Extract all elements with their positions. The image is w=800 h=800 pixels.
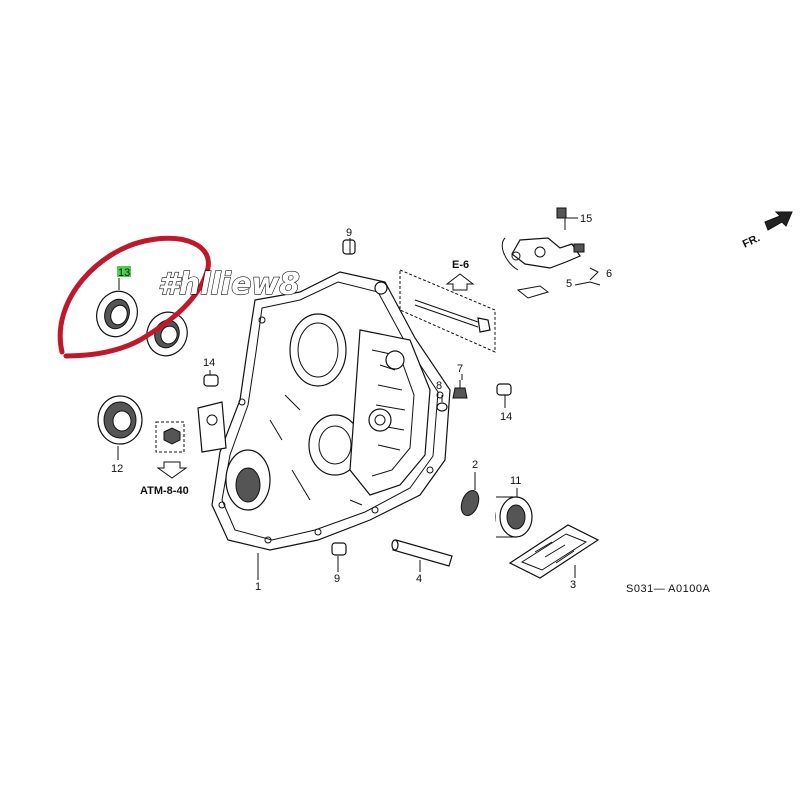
bearing-11 [495,488,533,538]
label-part-5: 5 [566,278,572,290]
label-part-3: 3 [570,579,576,591]
watermark-text: #hlliew8 [158,267,300,302]
dowel-pin-9-bottom [331,542,347,556]
long-bolt [399,269,496,353]
label-part-9-top: 9 [346,227,352,239]
label-part-11: 11 [510,475,521,487]
thrust-washer-2 [460,472,480,517]
bolt-7 [452,380,468,399]
strainer-3 [508,524,600,579]
diagram-code: S031— A0100A [626,583,710,595]
shaft-4 [391,539,453,572]
front-direction-label: FR. [741,232,762,250]
label-part-8: 8 [436,380,442,392]
label-part-2: 2 [472,459,478,471]
label-part-9-bottom: 9 [334,573,340,585]
solenoid-assembly [501,207,585,299]
reference-atm: ATM-8-40 [140,485,189,497]
nut-ref [155,421,188,479]
label-part-14-right: 14 [500,411,512,423]
highlight-badge [117,266,131,277]
label-part-7: 7 [457,363,463,375]
label-part-1: 1 [255,581,261,593]
label-part-6: 6 [606,268,612,280]
label-part-4: 4 [416,573,422,585]
washer-8 [436,395,448,412]
front-direction-arrow [764,211,793,231]
label-part-13: 13 [118,267,130,279]
reference-e6: E-6 [452,259,469,271]
label-part-12: 12 [111,463,123,475]
label-part-15: 15 [580,213,592,225]
label-part-14-left: 14 [203,357,215,369]
dowel-pin-14-right [496,383,512,396]
highlight-ring [57,235,211,359]
bearing-12 [97,395,143,460]
dowel-pin-14-left [203,374,219,387]
dowel-pin-9-top [342,239,356,255]
transmission-case [197,271,451,551]
